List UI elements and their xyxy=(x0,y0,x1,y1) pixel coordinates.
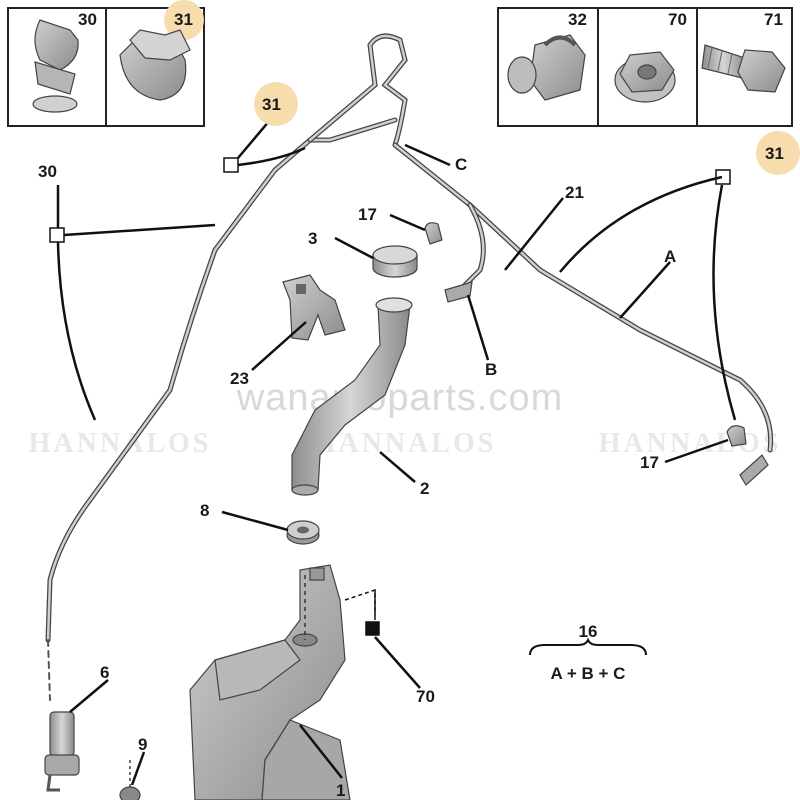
marker-70-filled xyxy=(365,621,380,636)
kit-legend: 16 A + B + C xyxy=(529,622,647,683)
callout-17-top: 17 xyxy=(358,205,377,224)
callout-1: 1 xyxy=(336,781,345,800)
attach-markers xyxy=(49,157,731,636)
clip-32-icon xyxy=(507,34,586,101)
callout-8: 8 xyxy=(200,501,209,520)
flange-nut-70-icon xyxy=(614,51,676,103)
reservoir-1-icon xyxy=(189,564,376,800)
callout-9: 9 xyxy=(138,735,147,754)
grommet-9-icon xyxy=(119,760,141,800)
grommet-8-icon xyxy=(286,520,320,545)
kit-formula: A + B + C xyxy=(551,664,626,683)
watermark-secondary-2: HANNALOS xyxy=(314,428,497,459)
bracket-23-icon xyxy=(282,274,346,341)
inset-right-box: 32 70 71 xyxy=(497,7,793,127)
highlight-31-inset xyxy=(164,0,204,40)
callout-b: B xyxy=(485,360,497,379)
callout-70: 70 xyxy=(416,687,435,706)
inset-left-box: 30 31 xyxy=(7,0,205,127)
callout-c: C xyxy=(455,155,467,174)
bolt-71-icon xyxy=(701,44,786,93)
watermark-primary: wanautoparts.com xyxy=(236,377,564,419)
nozzle-17-top-icon xyxy=(424,222,473,303)
highlight-31-right xyxy=(756,131,800,175)
callout-6: 6 xyxy=(100,663,109,682)
watermark: wanautoparts.com HANNALOS HANNALOS HANNA… xyxy=(29,377,779,459)
highlight-31-top xyxy=(254,82,298,126)
hoses xyxy=(45,33,774,701)
inset-label-31: 31 xyxy=(174,10,193,29)
inset-label-32: 32 xyxy=(568,10,587,29)
pump-6-icon xyxy=(44,711,80,792)
watermark-secondary-1: HANNALOS xyxy=(29,428,212,459)
callout-17-right: 17 xyxy=(640,453,659,472)
kit-number: 16 xyxy=(579,622,598,641)
callout-a: A xyxy=(664,247,676,266)
clip-31-icon xyxy=(119,29,191,101)
clip-30-icon xyxy=(32,19,79,113)
callout-31-right: 31 xyxy=(765,144,784,163)
callout-21: 21 xyxy=(565,183,584,202)
callout-31-top: 31 xyxy=(262,95,281,114)
inset-label-71: 71 xyxy=(764,10,783,29)
leader-lines xyxy=(56,119,737,786)
inset-label-30: 30 xyxy=(78,10,97,29)
callout-3: 3 xyxy=(308,229,317,248)
filler-neck-2-icon xyxy=(291,297,413,496)
callout-30: 30 xyxy=(38,162,57,181)
callout-23: 23 xyxy=(230,369,249,388)
cap-3-icon xyxy=(372,245,418,278)
nozzle-17-right-icon xyxy=(726,425,769,486)
callout-2: 2 xyxy=(420,479,429,498)
callout-labels: 31 31 30 C 21 17 3 A 23 B 17 2 8 70 6 9 … xyxy=(38,95,784,800)
inset-label-70: 70 xyxy=(668,10,687,29)
